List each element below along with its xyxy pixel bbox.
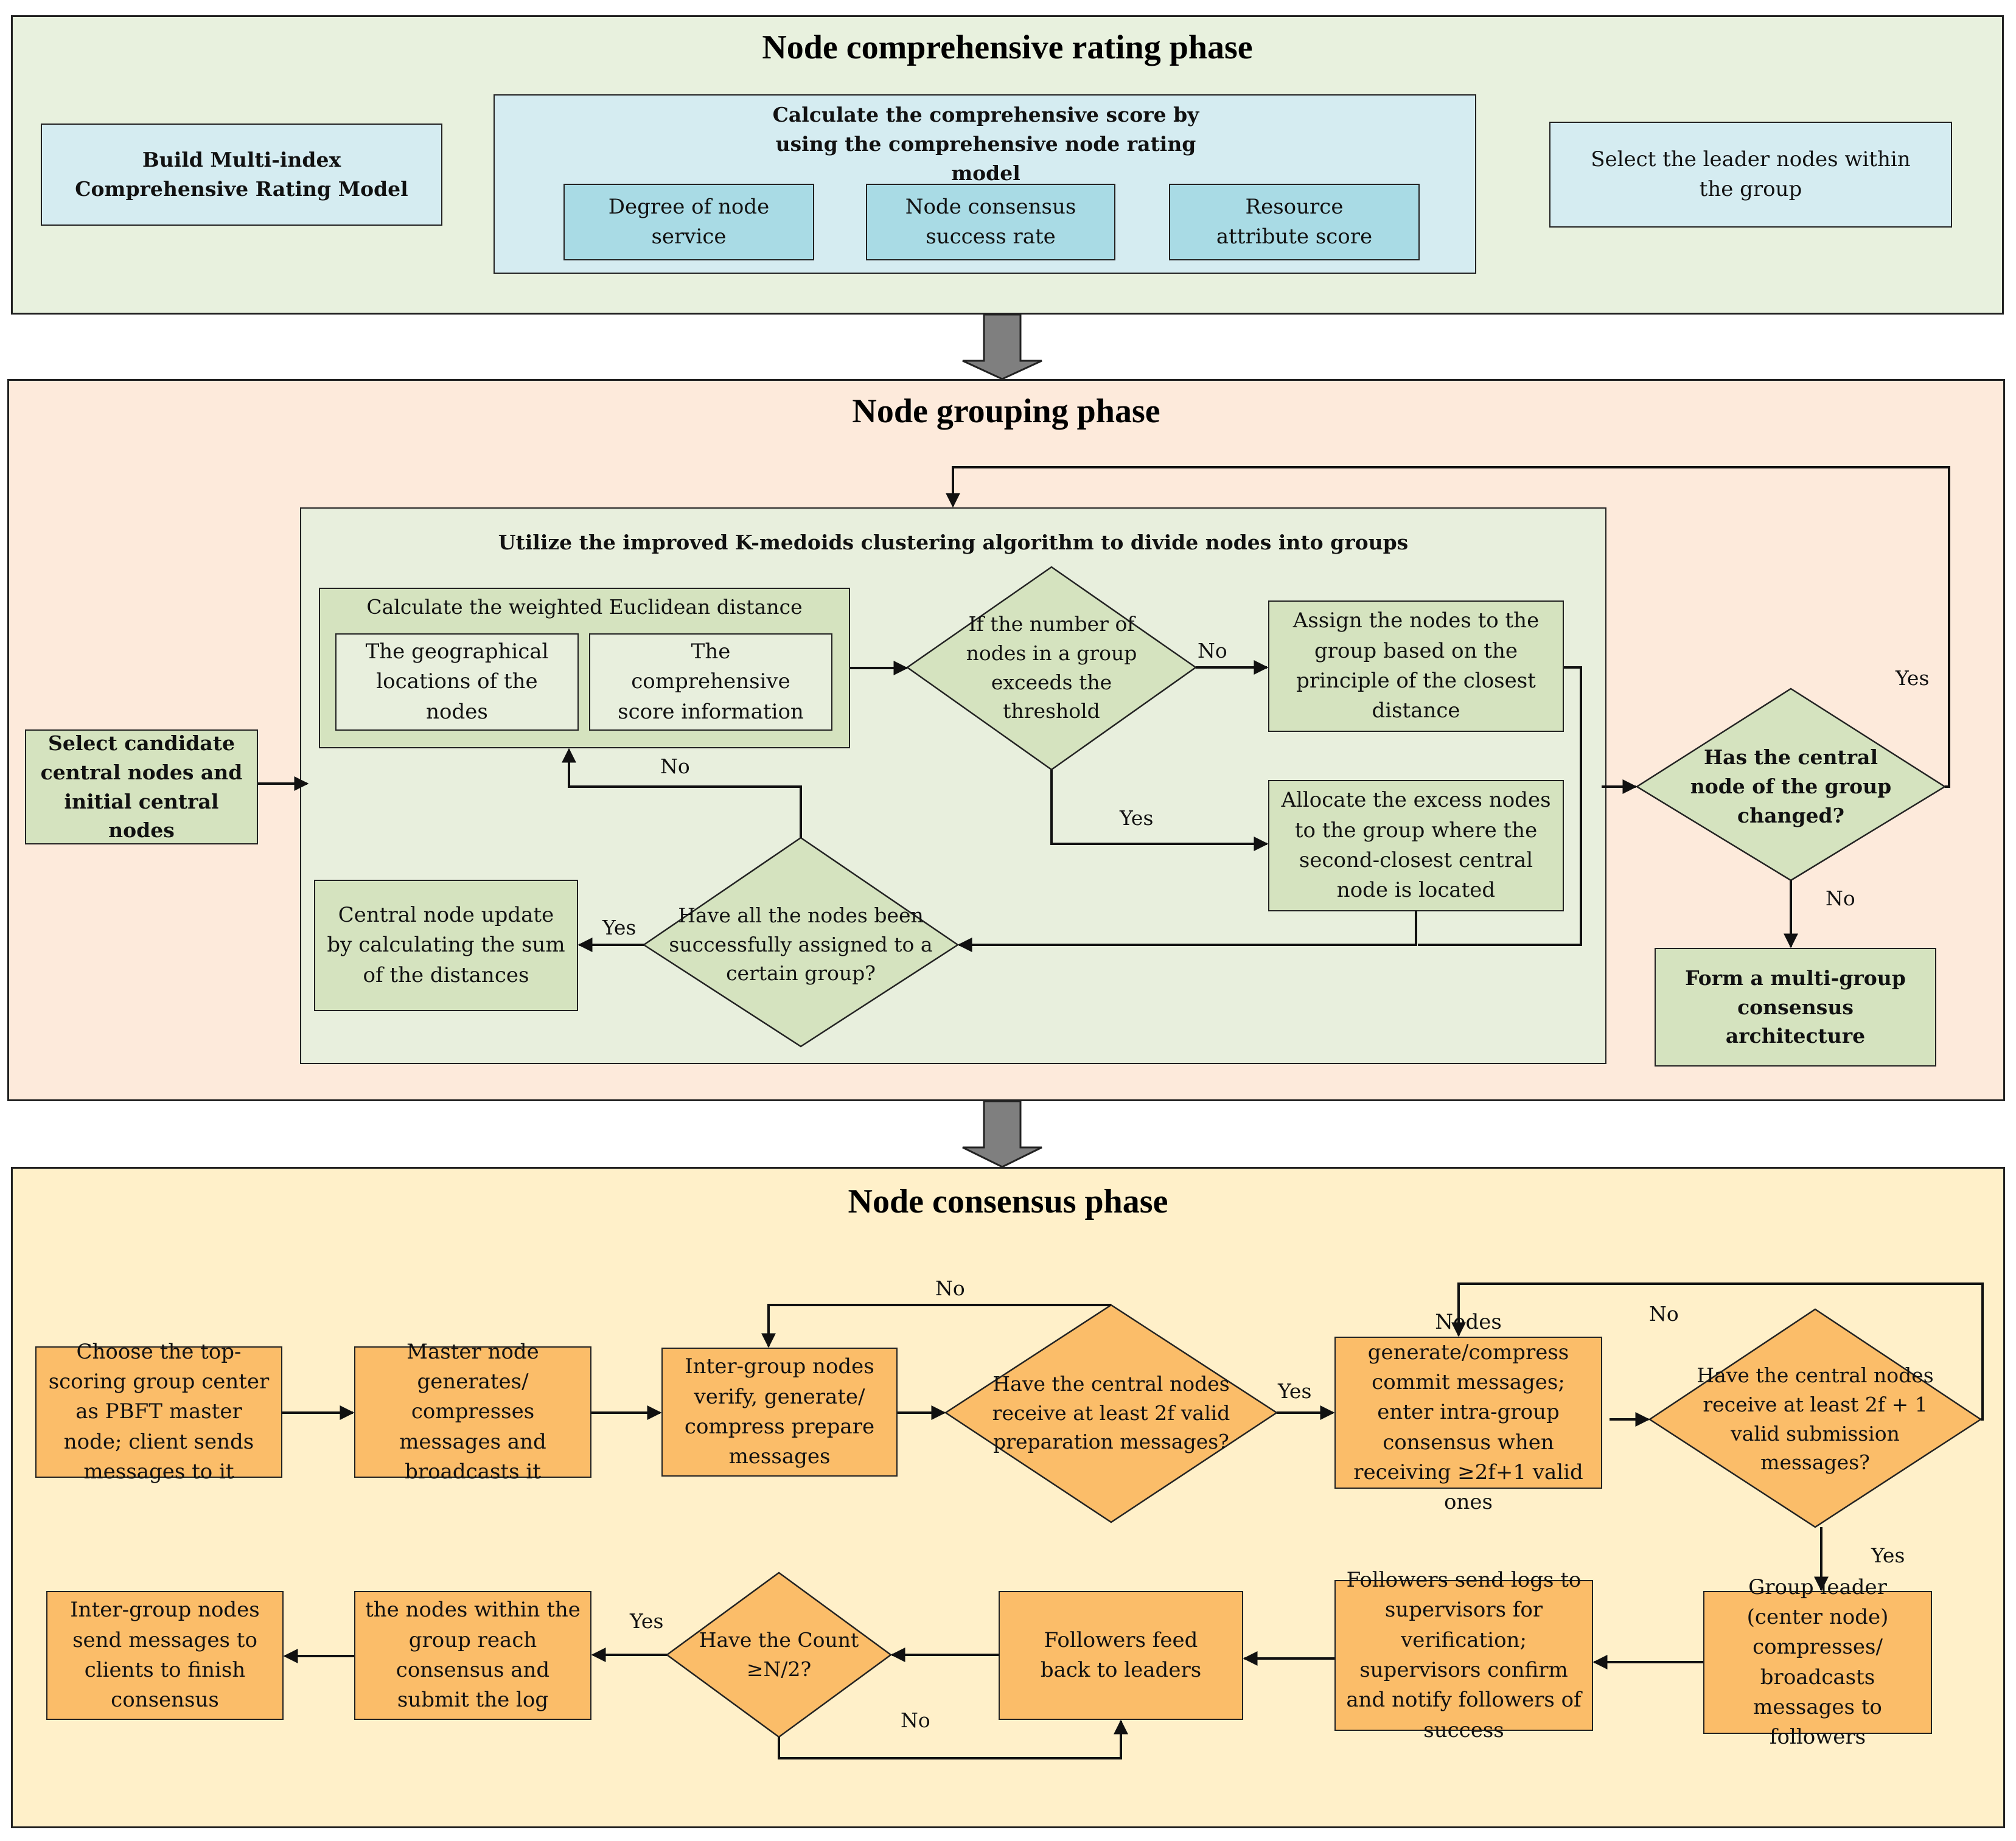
- changed-yes-loop-arrow: [946, 466, 1950, 788]
- count-decision-text: Have the Count ≥N/2?: [699, 1628, 859, 1681]
- select-candidate-box: Select candidate central nodes and initi…: [25, 729, 258, 844]
- phase1-to-phase2-arrow: [962, 313, 1042, 380]
- count-yes-label: Yes: [630, 1609, 664, 1633]
- calc-score-title: Calculate the comprehensive score by usi…: [772, 103, 1199, 185]
- rating-phase-title: Node comprehensive rating phase: [762, 29, 1253, 66]
- submit-yes-label: Yes: [1871, 1543, 1905, 1567]
- all-assigned-yes-label: Yes: [602, 916, 637, 939]
- geo-location-box: The geographical locations of the nodes: [335, 633, 579, 731]
- all-assigned-no-label: No: [660, 754, 690, 778]
- threshold-decision-text: If the number of nodes in a group exceed…: [966, 611, 1137, 723]
- submit-no-loop-arrow: [1451, 1282, 1984, 1421]
- grouping-phase-title: Node grouping phase: [852, 392, 1160, 430]
- all-assigned-decision-diamond: [642, 837, 960, 1048]
- inter-verify-box: Inter-group nodes verify, generate/ comp…: [661, 1348, 898, 1477]
- weighted-distance-title: Calculate the weighted Euclidean distanc…: [366, 595, 803, 619]
- degree-service-box: Degree of node service: [563, 184, 814, 260]
- threshold-no-label: No: [1198, 639, 1227, 663]
- consensus-rate-box: Node consensus success rate: [866, 184, 1115, 260]
- followers-feedback-box: Followers feed back to leaders: [999, 1591, 1243, 1720]
- changed-no-label: No: [1826, 886, 1855, 910]
- threshold-yes-arrow: [1050, 770, 1269, 851]
- reach-consensus-box: the nodes within the group reach consens…: [354, 1591, 591, 1720]
- resource-score-box: Resource attribute score: [1169, 184, 1420, 260]
- prep-messages-decision-diamond: [944, 1304, 1278, 1523]
- master-generates-box: Master node generates/ compresses messag…: [354, 1340, 591, 1484]
- prep-no-label: No: [935, 1276, 965, 1300]
- central-update-box: Central node update by calculating the s…: [314, 880, 578, 1011]
- assign-to-all-assigned-line: [1418, 666, 1582, 946]
- allocate-excess-box: Allocate the excess nodes to the group w…: [1268, 780, 1564, 911]
- form-multi-group-box: Form a multi-group consensus architectur…: [1655, 948, 1936, 1067]
- assign-closest-box: Assign the nodes to the group based on t…: [1268, 600, 1564, 732]
- kmedoids-title: Utilize the improved K-medoids clusterin…: [498, 531, 1409, 554]
- all-assigned-decision-text: Have all the nodes been successfully ass…: [669, 903, 933, 986]
- prep-no-loop-arrow: [761, 1304, 1111, 1348]
- submit-no-label: No: [1649, 1302, 1679, 1326]
- allocate-to-all-assigned-arrow: [957, 911, 1417, 952]
- count-no-loop-arrow: [778, 1719, 1128, 1759]
- score-info-box: The comprehensive score information: [589, 633, 832, 731]
- select-leader-box: Select the leader nodes within the group: [1549, 122, 1952, 228]
- send-clients-box: Inter-group nodes send messages to clien…: [46, 1591, 284, 1720]
- commit-generate-box: Nodes generate/compress commit messages;…: [1334, 1310, 1602, 1514]
- prep-yes-label: Yes: [1278, 1379, 1312, 1403]
- build-model-box: Build Multi-index Comprehensive Rating M…: [41, 124, 442, 226]
- threshold-yes-label: Yes: [1120, 806, 1154, 830]
- central-changed-decision-text: Has the central node of the group change…: [1690, 745, 1892, 827]
- all-assigned-no-arrow: [562, 748, 802, 838]
- phase2-to-phase3-arrow: [962, 1100, 1042, 1168]
- changed-yes-label: Yes: [1896, 666, 1930, 690]
- prep-messages-decision-text: Have the central nodes receive at least …: [992, 1371, 1230, 1454]
- submit-messages-decision-diamond: [1648, 1308, 1983, 1528]
- choose-top-scoring-box: Choose the top-scoring group center as P…: [35, 1340, 282, 1484]
- count-no-label: No: [901, 1708, 930, 1732]
- submit-messages-decision-text: Have the central nodes receive at least …: [1697, 1363, 1934, 1475]
- consensus-phase-title: Node consensus phase: [848, 1183, 1168, 1220]
